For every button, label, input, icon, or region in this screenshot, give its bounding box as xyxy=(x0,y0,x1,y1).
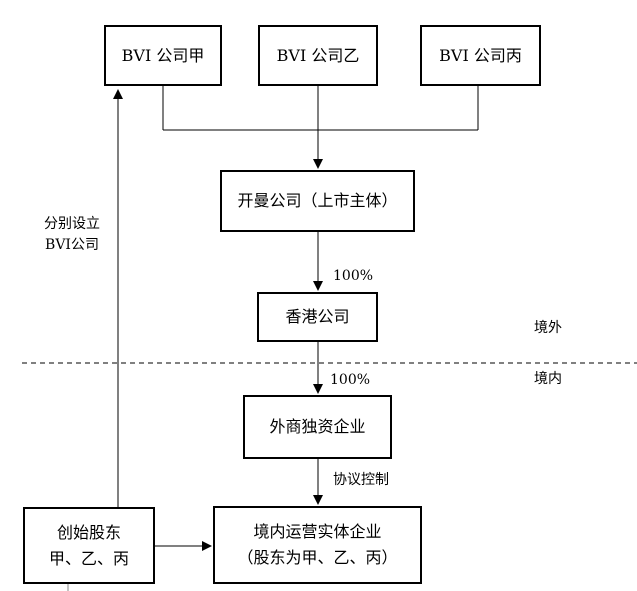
founders-box: 创始股东 甲、乙、丙 xyxy=(23,507,155,584)
opco-box: 境内运营实体企业 （股东为甲、乙、丙） xyxy=(213,506,422,584)
onshore-label: 境内 xyxy=(534,371,562,387)
founders-label-line1: 创始股东 xyxy=(56,522,121,542)
founders-to-bvi-label: 分别设立 BVI公司 xyxy=(44,214,100,256)
hk-company-box: 香港公司 xyxy=(257,292,378,342)
bvi-company-a-box: BVI 公司甲 xyxy=(104,25,222,86)
bvi-company-c-box: BVI 公司丙 xyxy=(420,25,541,86)
opco-label-line2: （股东为甲、乙、丙） xyxy=(237,548,398,567)
offshore-label: 境外 xyxy=(534,320,562,336)
wfoe-label: 外商独资企业 xyxy=(269,417,366,437)
bvi-company-c-label: BVI 公司丙 xyxy=(439,45,522,65)
hk-company-label: 香港公司 xyxy=(285,307,350,327)
wfoe-box: 外商独资企业 xyxy=(243,395,392,459)
founders-to-bvi-label-line2: BVI公司 xyxy=(45,237,99,253)
founders-to-bvi-label-line1: 分别设立 xyxy=(44,216,100,232)
founders-label-line2: 甲、乙、丙 xyxy=(48,548,129,568)
opco-label-line1: 境内运营实体企业 xyxy=(253,522,382,542)
bvi-company-b-label: BVI 公司乙 xyxy=(276,45,360,65)
bvi-company-b-box: BVI 公司乙 xyxy=(258,25,378,86)
cayman-company-box: 开曼公司（上市主体） xyxy=(220,170,415,232)
cayman-to-hk-label: 100% xyxy=(333,268,374,284)
cayman-company-label: 开曼公司（上市主体） xyxy=(237,191,398,211)
hk-to-wfoe-label: 100% xyxy=(330,372,371,388)
wfoe-to-opco-label: 协议控制 xyxy=(333,472,389,488)
bvi-company-a-label: BVI 公司甲 xyxy=(121,45,205,65)
